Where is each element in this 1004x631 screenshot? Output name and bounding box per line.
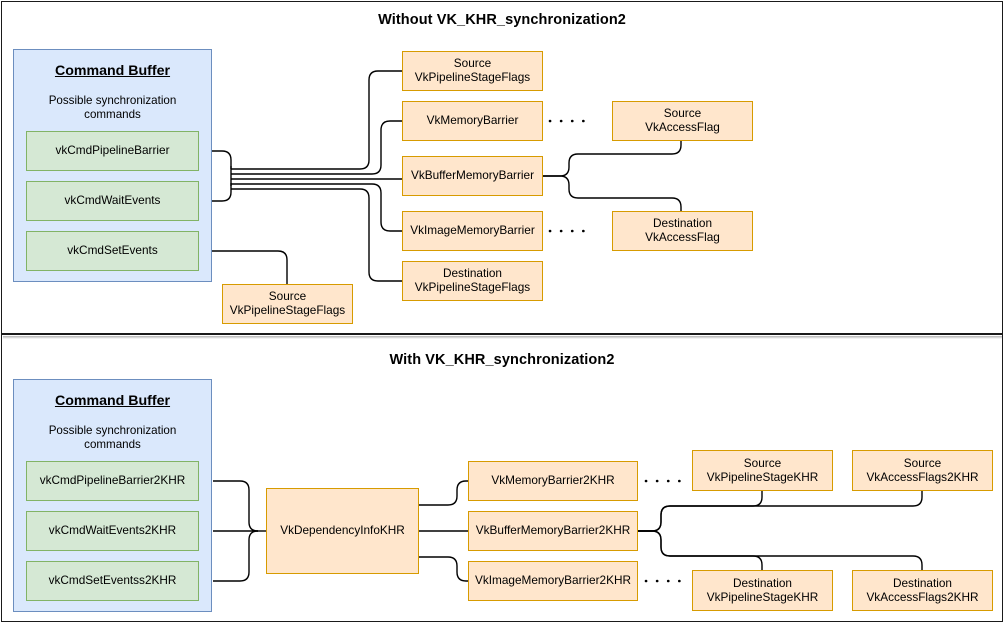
struct-destination-vkaccessflags2khr[interactable]: Destination VkAccessFlags2KHR (852, 570, 993, 611)
panel-divider-shadow (3, 336, 1003, 339)
command-vkcmdsetevents[interactable]: vkCmdSetEvents (26, 231, 199, 271)
struct-vkbuffermemorybarrier2khr[interactable]: VkBufferMemoryBarrier2KHR (468, 511, 638, 551)
command-buffer-title-bottom: Command Buffer (54, 393, 171, 409)
struct-destination-vkpipelinestagekhr[interactable]: Destination VkPipelineStageKHR (692, 570, 833, 611)
command-buffer-subtitle-top: Possible synchronization commands (48, 94, 177, 122)
command-vkcmdwaitevents2khr[interactable]: vkCmdWaitEvents2KHR (26, 511, 199, 551)
panel-with-sync2 (1, 334, 1003, 622)
struct-vkmemorybarrier2khr[interactable]: VkMemoryBarrier2KHR (468, 461, 638, 501)
panel-without-sync2 (1, 1, 1003, 334)
page-title-without-sync2: Without VK_KHR_synchronization2 (378, 12, 626, 28)
struct-source-vkpipelinestagekhr[interactable]: Source VkPipelineStageKHR (692, 450, 833, 491)
command-buffer-subtitle-bottom: Possible synchronization commands (48, 424, 177, 452)
struct-source-vkaccessflags2khr[interactable]: Source VkAccessFlags2KHR (852, 450, 993, 491)
command-vkcmdwaitevents[interactable]: vkCmdWaitEvents (26, 181, 199, 221)
page-title-with-sync2: With VK_KHR_synchronization2 (389, 352, 615, 368)
struct-vkdependencyinfokhr[interactable]: VkDependencyInfoKHR (266, 488, 419, 574)
command-vkcmdseteventss2khr[interactable]: vkCmdSetEventss2KHR (26, 561, 199, 601)
struct-destination-vkpipelinestageflags[interactable]: Destination VkPipelineStageFlags (402, 261, 543, 301)
struct-source-vkaccessflag[interactable]: Source VkAccessFlag (612, 101, 753, 141)
struct-source-vkpipelinestageflags[interactable]: Source VkPipelineStageFlags (402, 51, 543, 91)
command-vkcmdpipelinebarrier2khr[interactable]: vkCmdPipelineBarrier2KHR (26, 461, 199, 501)
struct-vkbuffermemorybarrier[interactable]: VkBufferMemoryBarrier (402, 156, 543, 196)
struct-vkimagememorybarrier2khr[interactable]: VkImageMemoryBarrier2KHR (468, 561, 638, 601)
struct-vkmemorybarrier[interactable]: VkMemoryBarrier (402, 101, 543, 141)
struct-source-vkpipelinestageflags-events[interactable]: Source VkPipelineStageFlags (222, 284, 353, 324)
struct-vkimagememorybarrier[interactable]: VkImageMemoryBarrier (402, 211, 543, 251)
command-vkcmdpipelinebarrier[interactable]: vkCmdPipelineBarrier (26, 131, 199, 171)
struct-destination-vkaccessflag[interactable]: Destination VkAccessFlag (612, 211, 753, 251)
command-buffer-title-top: Command Buffer (54, 63, 171, 79)
